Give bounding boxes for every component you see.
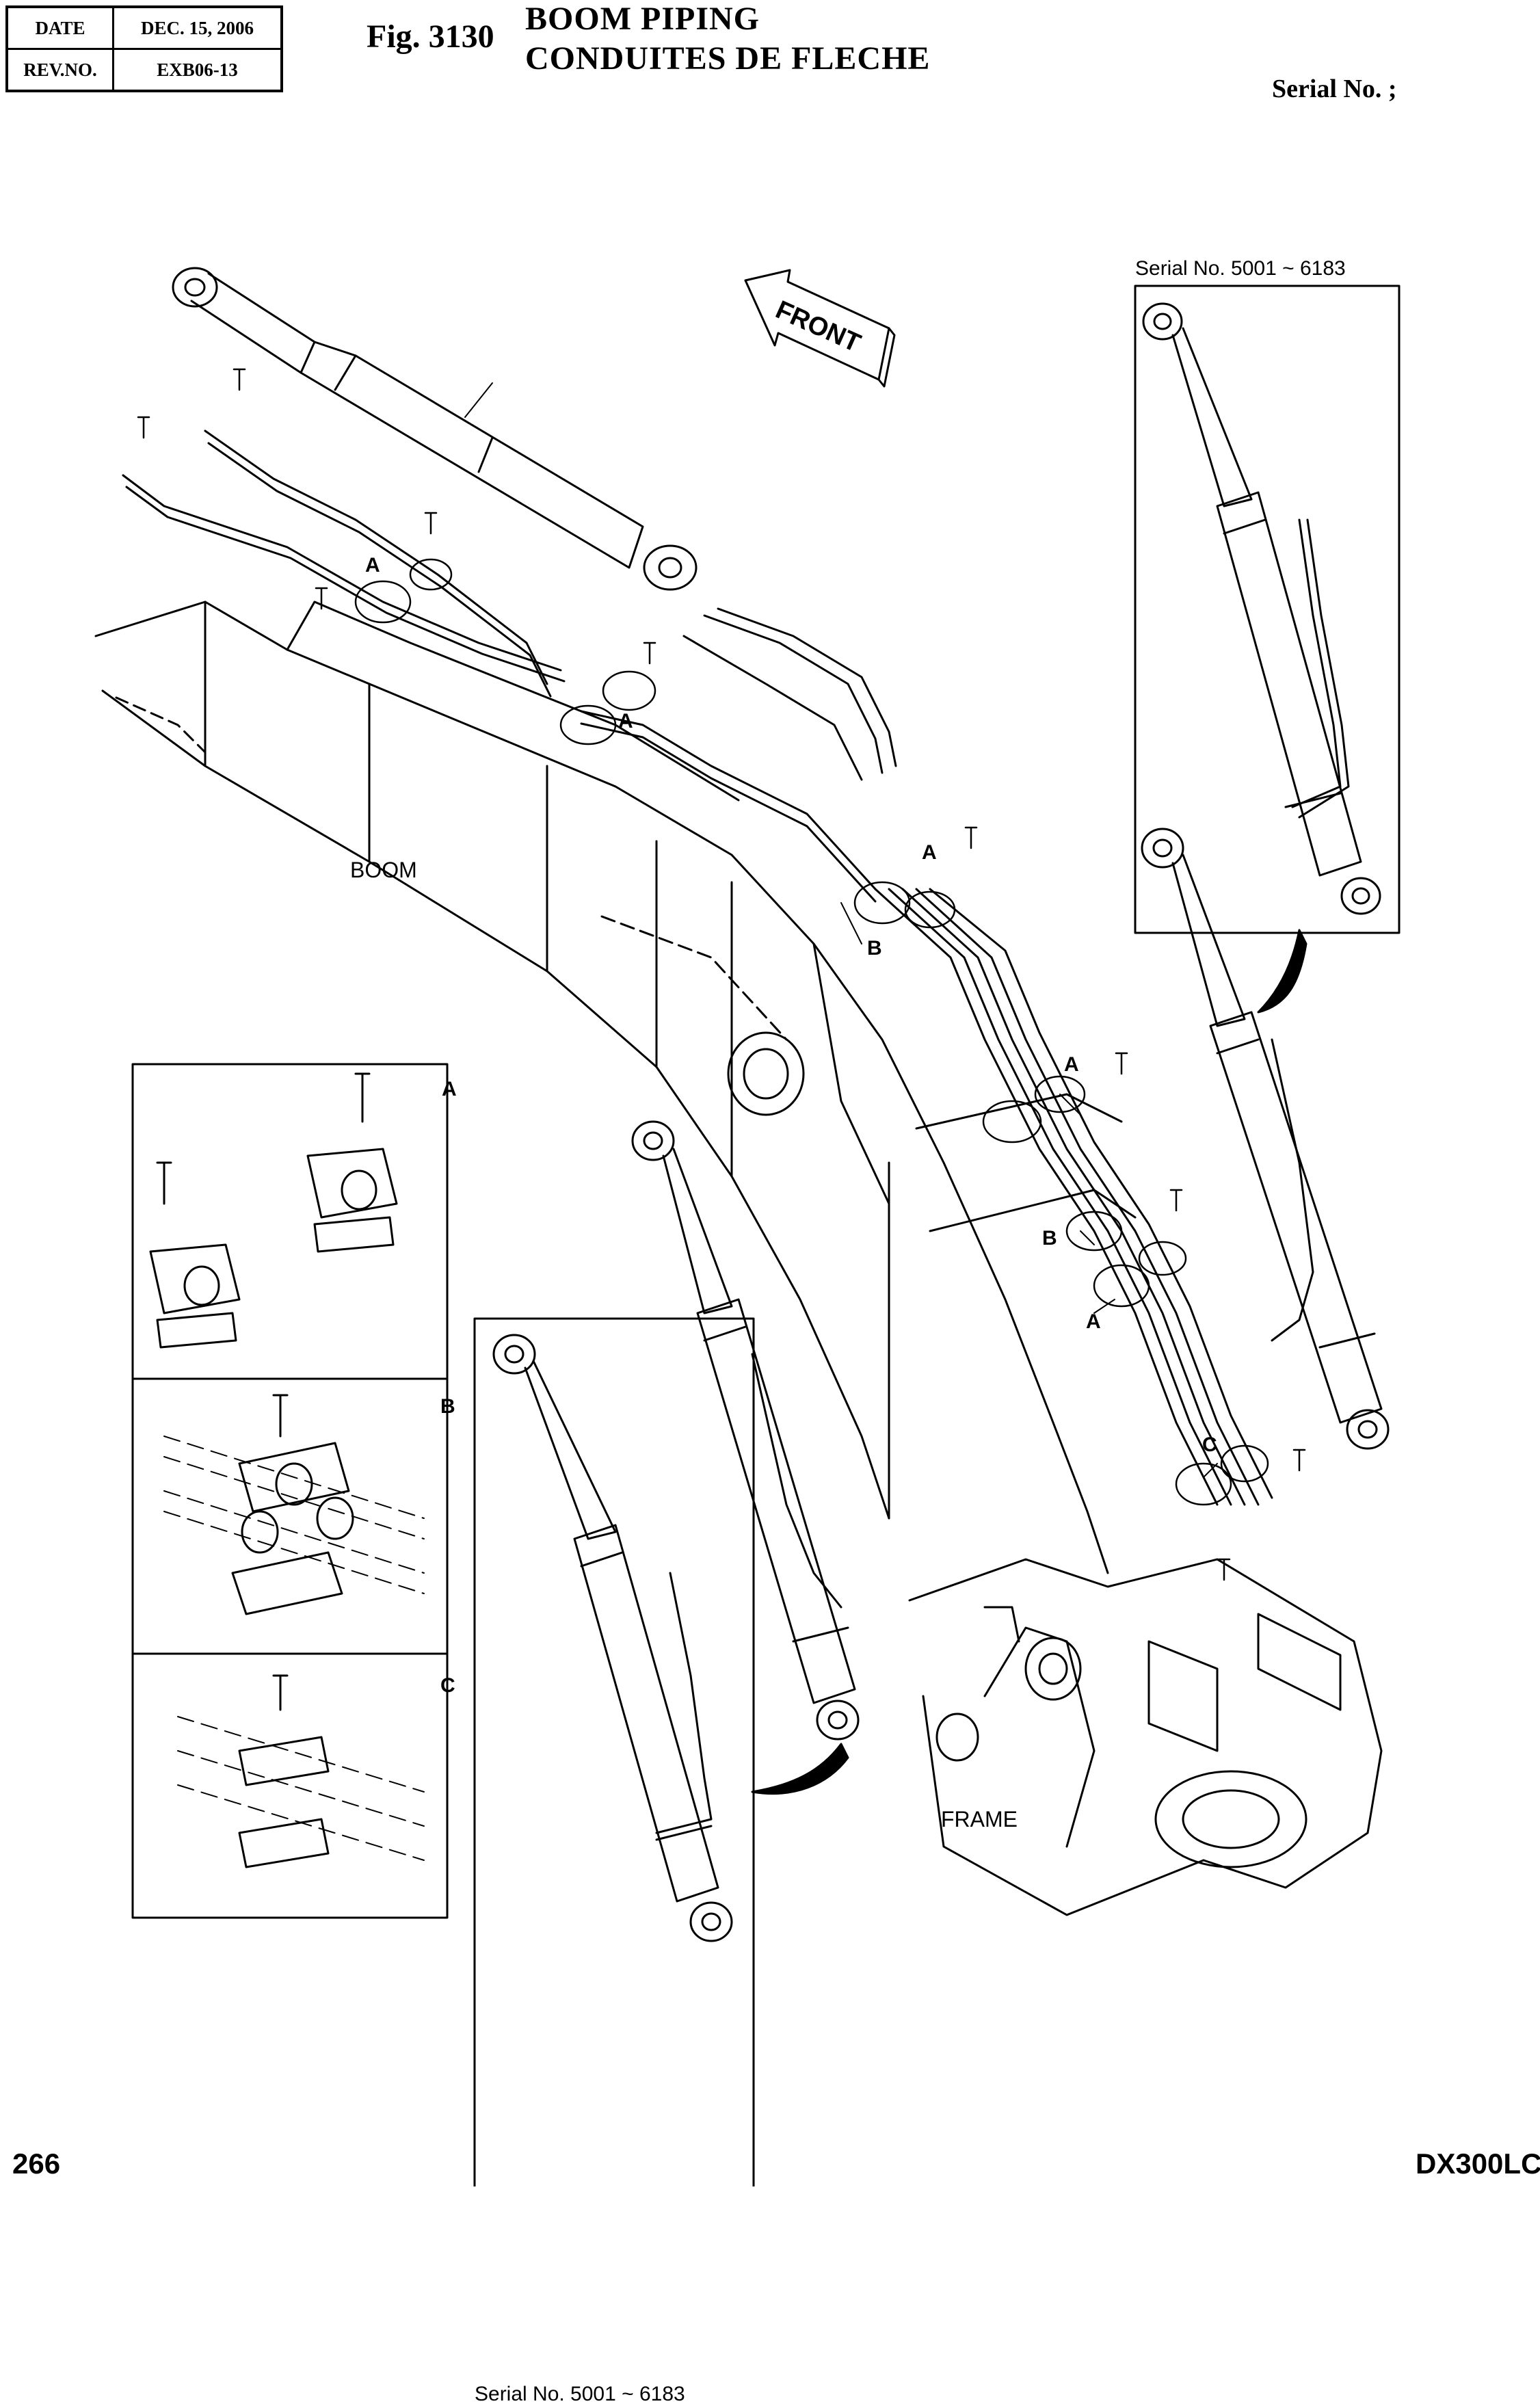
callout-b-2: B bbox=[1042, 1227, 1057, 1250]
date-label: DATE bbox=[5, 5, 114, 50]
boom-cylinder-right bbox=[1141, 828, 1390, 1450]
detail-c-heading: C bbox=[440, 1674, 455, 1697]
callout-a-5: A bbox=[1086, 1310, 1101, 1333]
callout-c-1: C bbox=[1202, 1433, 1217, 1456]
detail-a-heading: A bbox=[442, 1078, 457, 1100]
callout-b-1: B bbox=[867, 937, 882, 960]
arrow-right-inset bbox=[1257, 929, 1307, 1014]
serial-range-right: Serial No. 5001 ~ 6183 bbox=[1135, 257, 1346, 280]
inset-right-cylinder bbox=[1134, 285, 1400, 934]
callout-a-3: A bbox=[922, 841, 937, 864]
revision-table: DATE DEC. 15, 2006 REV.NO. EXB06-13 bbox=[5, 5, 283, 92]
leader-lines bbox=[464, 382, 1218, 1478]
arrow-left-inset bbox=[751, 1743, 849, 1795]
callout-a-4: A bbox=[1064, 1053, 1079, 1076]
frame-label: FRAME bbox=[941, 1807, 1018, 1832]
detail-panels bbox=[131, 1063, 449, 1919]
rev-label: REV.NO. bbox=[5, 48, 114, 92]
boom-label: BOOM bbox=[350, 858, 417, 882]
rev-value: EXB06-13 bbox=[112, 48, 283, 92]
page-number: 266 bbox=[12, 2147, 61, 2180]
boom-pipes bbox=[122, 429, 1273, 1506]
callout-a-2: A bbox=[618, 710, 633, 732]
title-french: CONDUITES DE FLECHE bbox=[525, 40, 931, 77]
bolts bbox=[137, 368, 1306, 1581]
boom-structure bbox=[94, 600, 1137, 1574]
detail-b-heading: B bbox=[440, 1395, 455, 1418]
callout-a-1: A bbox=[365, 554, 380, 577]
frame-structure bbox=[908, 1558, 1383, 1916]
serial-range-left: Serial No. 5001 ~ 6183 bbox=[475, 2383, 685, 2405]
inset-left-cylinder bbox=[473, 1317, 755, 2186]
figure-number: Fig. 3130 bbox=[367, 18, 494, 55]
title-english: BOOM PIPING bbox=[525, 1, 760, 37]
clamp-callouts bbox=[354, 558, 1269, 1506]
serial-number-label: Serial No. ; bbox=[1272, 75, 1397, 103]
boom-piping-drawing bbox=[94, 267, 1400, 2186]
date-value: DEC. 15, 2006 bbox=[112, 5, 283, 50]
arm-cylinder-upper bbox=[172, 267, 698, 591]
front-arrow bbox=[744, 269, 896, 388]
model-name: DX300LC bbox=[1416, 2147, 1540, 2180]
boom-cylinder-middle bbox=[631, 1120, 860, 1741]
